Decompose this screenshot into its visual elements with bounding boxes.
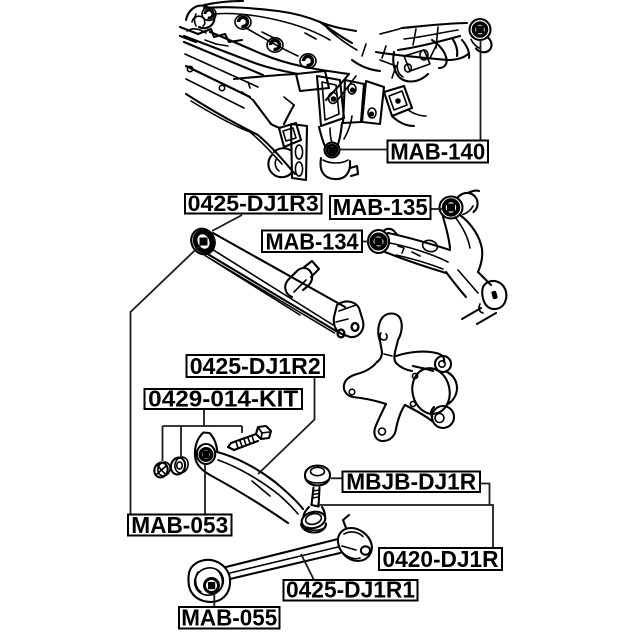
svg-text:MAB-140: MAB-140 <box>390 139 485 165</box>
svg-text:0429-014-KIT: 0429-014-KIT <box>148 386 298 412</box>
svg-text:MAB-055: MAB-055 <box>181 605 277 631</box>
svg-text:0425-DJ1R1: 0425-DJ1R1 <box>286 577 415 603</box>
svg-text:0420-DJ1R: 0420-DJ1R <box>383 546 499 572</box>
svg-text:MAB-135: MAB-135 <box>333 194 428 220</box>
svg-text:0425-DJ1R2: 0425-DJ1R2 <box>190 353 321 379</box>
svg-text:MAB-053: MAB-053 <box>131 512 228 538</box>
svg-text:MAB-134: MAB-134 <box>266 229 359 255</box>
svg-text:MBJB-DJ1R: MBJB-DJ1R <box>346 469 476 495</box>
svg-text:0425-DJ1R3: 0425-DJ1R3 <box>188 191 319 216</box>
